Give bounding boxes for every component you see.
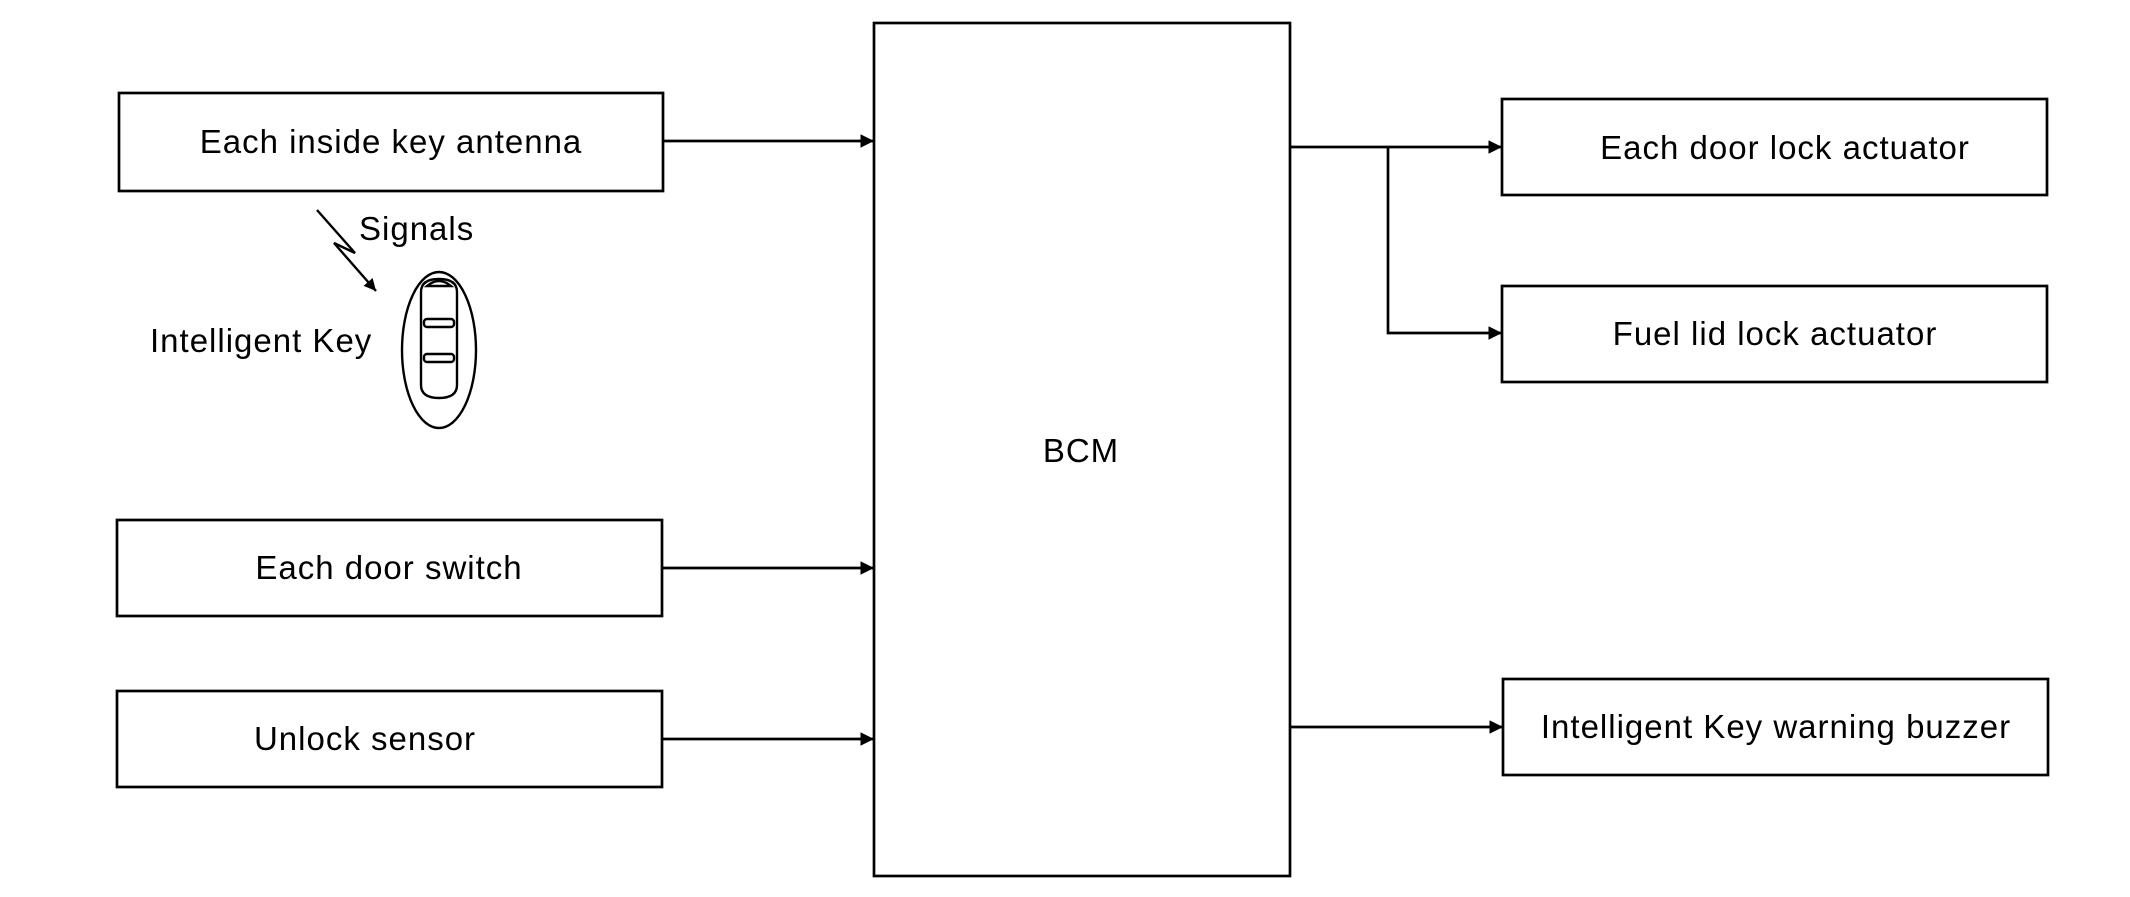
wireless-signal: Signals	[316, 209, 474, 292]
bcm-to-fuel-lid-arrow	[1386, 147, 1502, 340]
fuel-lid-label: Fuel lid lock actuator	[1613, 315, 1938, 352]
bcm-label: BCM	[1043, 432, 1119, 469]
output-fuel-lid-box: Fuel lid lock actuator	[1500, 284, 2049, 384]
output-buzzer-box: Intelligent Key warning buzzer	[1501, 677, 2050, 777]
antenna-label: Each inside key antenna	[200, 123, 583, 160]
bcm-block: BCM	[872, 21, 1292, 878]
signals-label: Signals	[359, 210, 474, 247]
door-lock-label: Each door lock actuator	[1600, 129, 1970, 166]
output-door-lock-box: Each door lock actuator	[1500, 97, 2049, 197]
intelligent-key: Intelligent Key	[150, 270, 478, 430]
buzzer-label: Intelligent Key warning buzzer	[1541, 708, 2011, 745]
input-door-switch-box: Each door switch	[115, 518, 664, 618]
input-antenna-box: Each inside key antenna	[117, 91, 665, 193]
unlock-sensor-label: Unlock sensor	[254, 720, 476, 757]
input-unlock-sensor-box: Unlock sensor	[115, 689, 664, 789]
lightning-arrow-icon	[316, 209, 377, 292]
key-fob-icon	[400, 270, 478, 430]
intelligent-key-label: Intelligent Key	[150, 322, 372, 359]
door-switch-label: Each door switch	[255, 549, 522, 586]
